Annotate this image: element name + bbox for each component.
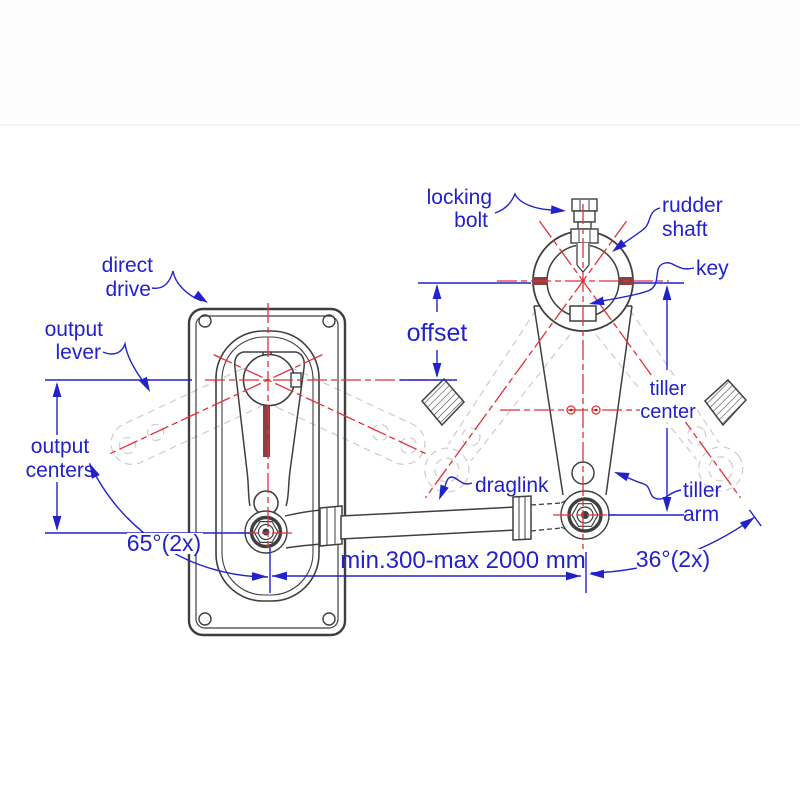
arm-hole-markers bbox=[566, 405, 601, 415]
dim-label-draglink-length: min.300-max 2000 mm bbox=[340, 547, 585, 574]
label-locking-bolt-line2: bolt bbox=[454, 209, 488, 232]
stop-block-right bbox=[703, 378, 748, 427]
label-draglink: draglink bbox=[475, 474, 549, 497]
leader-rudder-shaft bbox=[619, 207, 661, 247]
label-tiller-center-line2: center bbox=[640, 401, 696, 423]
draglink-tube bbox=[340, 506, 517, 540]
label-output-centers-line1: output bbox=[31, 435, 90, 458]
housing-screw-hole bbox=[322, 314, 336, 328]
label-tiller-arm-line2: arm bbox=[683, 503, 719, 526]
ghost-tiller-right bbox=[595, 309, 744, 492]
dim-label-65deg: 65°(2x) bbox=[127, 530, 201, 556]
label-locking-bolt-line1: locking bbox=[427, 186, 492, 209]
stop-block-left bbox=[420, 377, 466, 427]
dim-arc-65 bbox=[88, 463, 269, 578]
dim-label-36deg: 36°(2x) bbox=[636, 546, 710, 572]
label-output-lever-line2: lever bbox=[55, 341, 101, 364]
label-direct-drive-line1: direct bbox=[102, 254, 154, 277]
label-rudder-shaft-line2: shaft bbox=[662, 218, 708, 241]
draglink-jam-nut-right bbox=[512, 495, 532, 541]
label-tiller-center-line1: tiller bbox=[650, 378, 687, 400]
ghost-positions bbox=[110, 309, 744, 493]
leader-output-lever bbox=[102, 341, 146, 385]
draglink-jam-nut-left bbox=[319, 505, 343, 547]
dim-extension-lines bbox=[269, 548, 587, 593]
label-key: key bbox=[696, 257, 729, 280]
stop-blocks bbox=[420, 377, 748, 427]
centerlines bbox=[106, 204, 742, 549]
housing-screw-hole bbox=[198, 314, 212, 328]
housing-screw-hole bbox=[198, 612, 212, 626]
label-output-lever-line1: output bbox=[45, 318, 104, 341]
lever-slot bbox=[263, 404, 270, 457]
dimension-lines bbox=[45, 192, 762, 593]
leader-tiller-arm bbox=[620, 474, 682, 500]
label-tiller-arm-line1: tiller bbox=[683, 479, 722, 502]
leader-key bbox=[595, 262, 695, 303]
leader-locking-bolt bbox=[494, 192, 552, 214]
page-band bbox=[0, 0, 800, 125]
label-output-centers-line2: centers bbox=[26, 459, 95, 482]
housing-screw-hole bbox=[322, 612, 336, 626]
locking-bolt-part bbox=[570, 198, 599, 273]
dim-tick-36 bbox=[748, 509, 762, 527]
draglink-rod bbox=[284, 495, 568, 549]
annotations: locking bolt rudder shaft key direct dri… bbox=[26, 186, 730, 574]
leader-direct-drive bbox=[151, 270, 203, 302]
label-rudder-shaft-line1: rudder bbox=[662, 194, 723, 217]
label-direct-drive-line2: drive bbox=[105, 278, 151, 301]
draglink-thread-stub bbox=[530, 502, 562, 532]
output-lever-plate bbox=[234, 351, 305, 507]
label-backplates bbox=[127, 378, 711, 571]
output-pivot bbox=[244, 510, 288, 554]
tiller-pivot bbox=[560, 490, 610, 540]
label-offset: offset bbox=[407, 319, 468, 347]
